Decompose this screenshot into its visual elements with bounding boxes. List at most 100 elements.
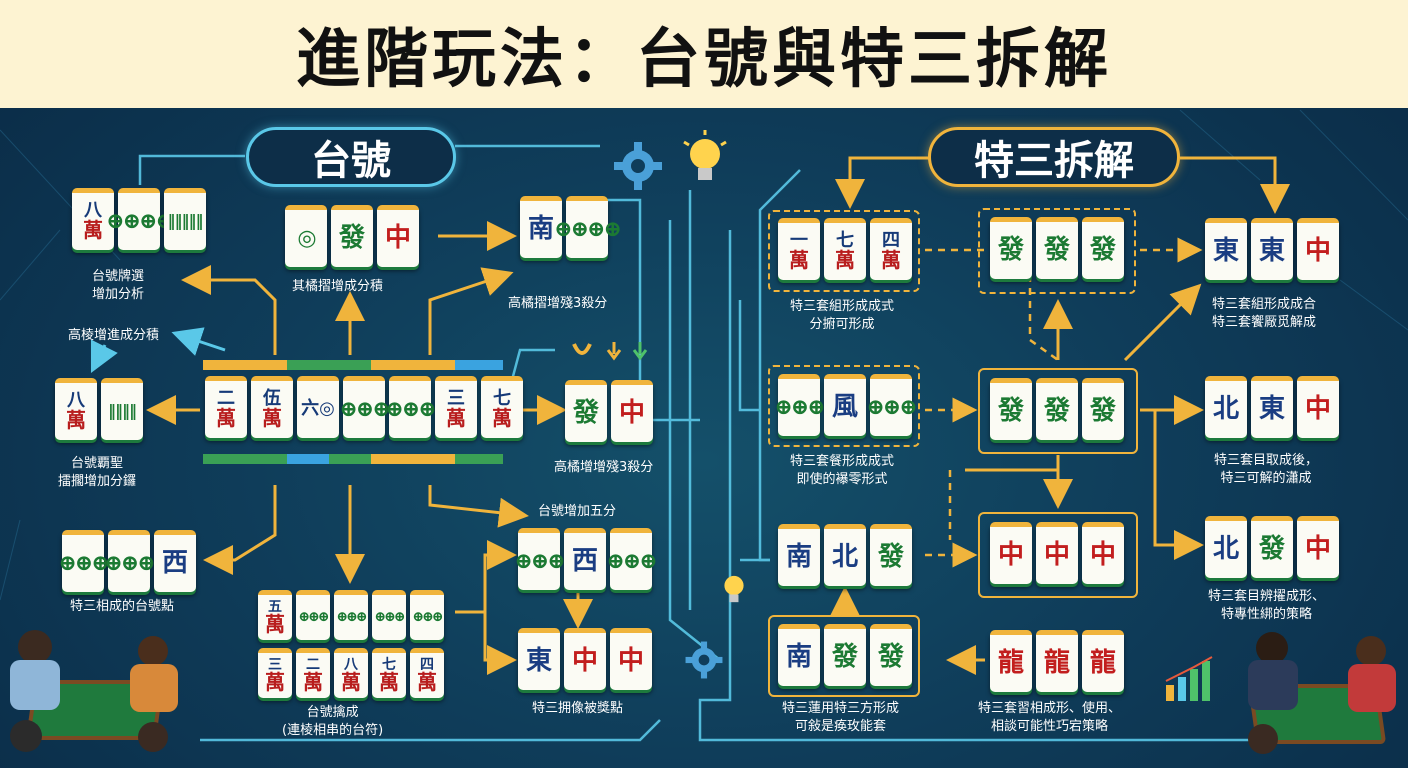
tile: ‖‖‖‖‖ xyxy=(164,188,206,250)
gear-icon xyxy=(612,140,664,192)
tile: 中 xyxy=(610,628,652,690)
tile: 發 xyxy=(1082,217,1124,279)
caption-r4: 特三套餐形成成式 即使的襮零形式 xyxy=(790,454,895,487)
tile: 七萬 xyxy=(372,648,406,698)
wan-character: 萬 xyxy=(379,670,399,695)
label-top-left: 高棱增進成分積 xyxy=(68,328,160,343)
tile-group-r5: 發 發 發 xyxy=(990,378,1124,440)
caption-g6: 高橘增增殘3殺分 xyxy=(554,460,654,475)
frame-r5 xyxy=(978,368,1138,454)
tile-group-g3: 南 ⊕⊕⊕⊕ xyxy=(520,196,622,258)
tile: ⊕⊕⊕ xyxy=(514,528,566,590)
tile: 南 xyxy=(778,524,820,586)
players-illustration-left xyxy=(0,630,190,768)
tile: 發 xyxy=(1082,378,1124,440)
tile: 四萬 xyxy=(870,218,912,280)
tile-group-r6: 北 東 中 xyxy=(1205,376,1339,438)
tile: 南 xyxy=(520,196,562,258)
tile-group-r11: 龍 龍 龍 xyxy=(990,630,1124,692)
tile-group-r4: ⊕⊕⊕ 風 ⊕⊕⊕ xyxy=(774,374,918,436)
caption-g2: 其橘摺增成分積 xyxy=(292,279,384,294)
tile: 中 xyxy=(1297,516,1339,578)
wan-character: 萬 xyxy=(341,670,361,695)
right-dashed-arrows xyxy=(925,237,1203,568)
tile: 東 xyxy=(1205,218,1247,280)
tile: 二萬 xyxy=(205,376,247,438)
tile-group-g4: 二萬 伍萬 六◎ ⊕⊕⊕ ⊕⊕⊕ 三萬 七萬 xyxy=(205,376,523,438)
caption-g5: 台號覇聖 擂擱增加分鑼 xyxy=(58,456,137,489)
players-illustration-right xyxy=(1228,630,1408,768)
tile-group-g8a: 五萬 ⊕⊕⊕ ⊕⊕⊕ ⊕⊕⊕ ⊕⊕⊕ xyxy=(258,590,444,640)
tile: 中 xyxy=(990,522,1032,584)
tile: ⊕⊕⊕ xyxy=(104,530,156,592)
tile-group-g6: 發 中 xyxy=(565,380,653,442)
tile: 西 xyxy=(564,528,606,590)
caption-r1: 特三套組形成成式 分捬可形成 xyxy=(790,299,895,332)
tile: ⊕⊕⊕ xyxy=(339,376,391,438)
tile: ⊕⊕⊕ xyxy=(334,590,368,640)
tile: 八萬 xyxy=(72,188,114,250)
wan-character: 萬 xyxy=(265,612,285,637)
tile: 中 xyxy=(1082,522,1124,584)
tile: 五萬 xyxy=(258,590,292,640)
tile: ⊕⊕⊕ xyxy=(372,590,406,640)
tile-group-r8: 中 中 中 xyxy=(990,522,1124,584)
tile: ◎ xyxy=(285,205,327,267)
tile: ⊕⊕⊕⊕ xyxy=(554,196,622,258)
tile: 東 xyxy=(1251,218,1293,280)
caption-g8: 台號擒成 (連棱相串的台符) xyxy=(282,705,384,738)
tile: 中 xyxy=(611,380,653,442)
tile: 發 xyxy=(870,624,912,686)
tile: 中 xyxy=(377,205,419,267)
tile: 中 xyxy=(1297,218,1339,280)
tile: 南 xyxy=(778,624,820,686)
tile: 北 xyxy=(824,524,866,586)
tile-group-r1: 一萬 七萬 四萬 xyxy=(778,218,912,280)
frame-r10 xyxy=(768,615,920,697)
left-cyan-arrow xyxy=(90,327,226,374)
caption-r3: 特三套組形成成合 特三套饗厰觅解成 xyxy=(1212,297,1317,330)
tile: ⊕⊕⊕ xyxy=(296,590,330,640)
frame-r2 xyxy=(978,208,1136,294)
tile: 發 xyxy=(565,380,607,442)
tile: 二萬 xyxy=(296,648,330,698)
tile: 三萬 xyxy=(258,648,292,698)
wan-character: 萬 xyxy=(881,248,901,273)
tile-group-g1: 八萬 ⊕⊕⊕⊕ ‖‖‖‖‖ xyxy=(72,188,206,250)
wan-character: 萬 xyxy=(492,406,512,431)
tile-group-r10: 南 發 發 xyxy=(778,624,912,686)
tile-group-r3: 東 東 中 xyxy=(1205,218,1339,280)
gear-icon-small xyxy=(684,640,724,680)
tile: ⊕⊕⊕ xyxy=(58,530,110,592)
title-banner: 進階玩法：台號與特三拆解 xyxy=(0,0,1408,108)
tile: 中 xyxy=(564,628,606,690)
wan-character: 萬 xyxy=(83,218,103,243)
tile: 發 xyxy=(1036,378,1078,440)
tile: 北 xyxy=(1205,376,1247,438)
wan-character: 萬 xyxy=(66,408,86,433)
caption-g3: 高橘摺增殘3殺分 xyxy=(508,296,608,311)
tile: 發 xyxy=(870,524,912,586)
caption-g7: 特三相成的台號點 xyxy=(70,599,175,614)
wan-character: 萬 xyxy=(789,248,809,273)
tile: 三萬 xyxy=(435,376,477,438)
tile: 發 xyxy=(990,217,1032,279)
tile-group-g8b: 三萬 二萬 八萬 七萬 四萬 xyxy=(258,648,444,698)
caption-r10: 特三蓮用特三方形成 可敍是痪玫能套 xyxy=(782,701,900,734)
wan-character: 萬 xyxy=(446,406,466,431)
bar-chart-icon xyxy=(1162,655,1218,703)
frame-r4 xyxy=(768,365,920,447)
tile-group-r7: 南 北 發 xyxy=(778,524,912,586)
center-row xyxy=(203,360,503,464)
down-arrows-icon xyxy=(570,340,656,366)
tile: 發 xyxy=(1036,217,1078,279)
tile-group-g7: ⊕⊕⊕ ⊕⊕⊕ 西 xyxy=(58,530,196,592)
tile: 發 xyxy=(331,205,373,267)
frame-r8 xyxy=(978,512,1138,598)
tile: 發 xyxy=(1251,516,1293,578)
left-arrows xyxy=(146,221,593,675)
wan-character: 萬 xyxy=(835,248,855,273)
page-title: 進階玩法：台號與特三拆解 xyxy=(296,23,1112,97)
right-arrows xyxy=(830,156,1290,675)
